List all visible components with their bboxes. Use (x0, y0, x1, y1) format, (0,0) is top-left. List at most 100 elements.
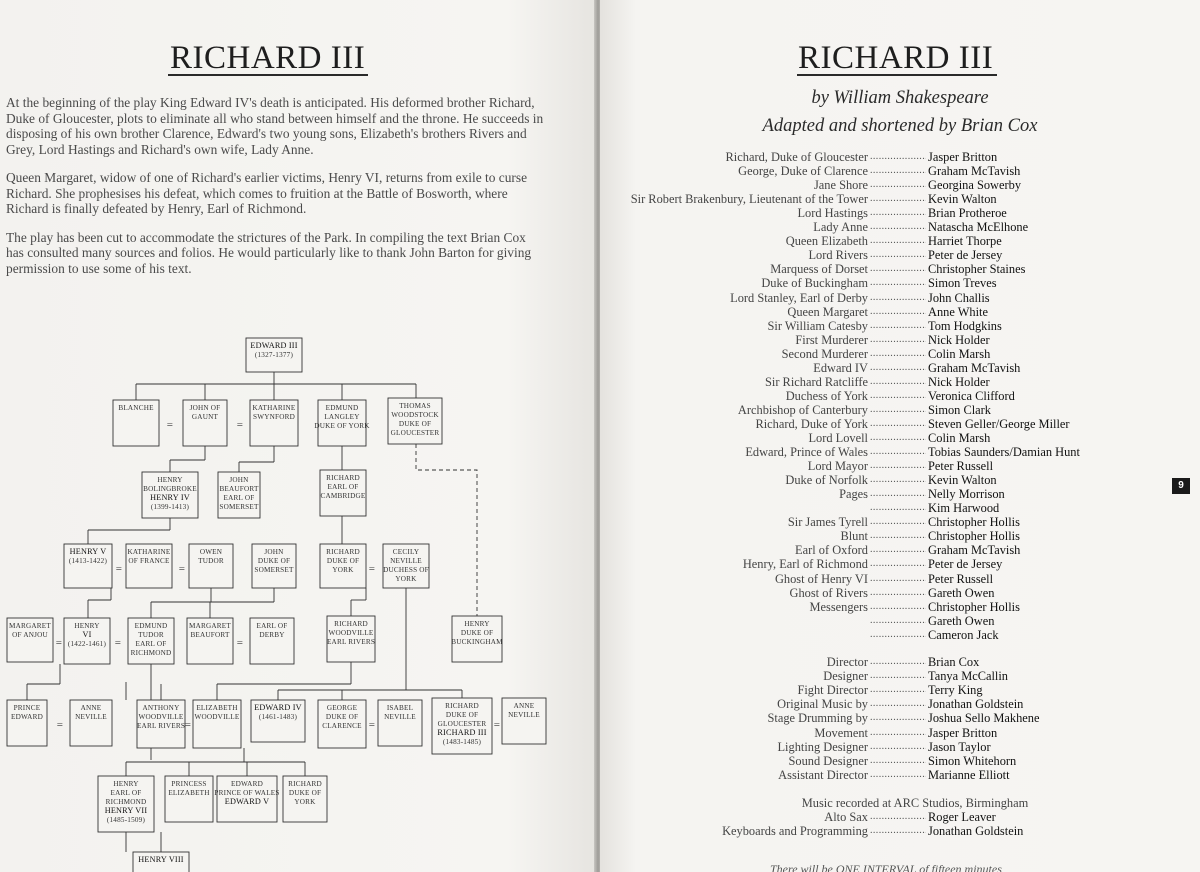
anne-neville-2-label: NEVILLE (508, 711, 540, 719)
creative-row: Lighting Designer.......................… (600, 740, 1200, 754)
byline: by William Shakespeare (811, 88, 989, 108)
right-page-title: RICHARD III (798, 40, 994, 76)
dot-leader: ........................................… (870, 249, 926, 261)
edmund-langley-label: DUKE OF YORK (314, 422, 370, 430)
margaret-beaufort-box (186, 617, 234, 665)
cast-role: Richard, Duke of Gloucester (725, 150, 868, 164)
cast-role: Second Murderer (781, 346, 868, 361)
creative-role: Lighting Designer (777, 739, 868, 754)
cast-row: Sir Richard Ratcliffe...................… (600, 375, 1200, 389)
creative-name: Jasper Britton (928, 725, 998, 740)
john-somerset-box (251, 543, 297, 589)
cast-row: Queen Margaret..........................… (600, 305, 1200, 319)
dot-leader: ........................................… (870, 768, 926, 780)
marriage-equals-sign: = (185, 719, 191, 731)
dot-leader: ........................................… (870, 347, 926, 359)
cast-row: Lord Hastings...........................… (600, 206, 1200, 220)
john-of-gaunt-box (182, 399, 228, 447)
richard-duke-of-york-label: RICHARD (326, 548, 360, 556)
margaret-of-anjou-label: MARGARET (9, 622, 51, 630)
henry-vi-label: (1422-1461) (68, 640, 107, 648)
cast-name: Georgina Sowerby (928, 178, 1022, 193)
katharine-swynford-label: SWYNFORD (253, 413, 295, 421)
earl-of-derby-label: DERBY (259, 631, 285, 639)
cast-role: First Murderer (795, 332, 868, 347)
cast-name: Colin Marsh (928, 431, 991, 445)
thomas-woodstock-label: WOODSTOCK (391, 411, 439, 419)
margaret-beaufort-label: MARGARET (189, 622, 231, 630)
john-somerset-label: DUKE OF (258, 557, 290, 565)
cast-row: Sir William Catesby.....................… (600, 319, 1200, 333)
creative-row: Designer................................… (600, 669, 1200, 683)
music-role: Keyboards and Programming (722, 824, 868, 838)
edmund-langley-label: LANGLEY (324, 413, 360, 421)
marriage-equals-sign: = (494, 719, 500, 731)
edward-iv-box (250, 699, 306, 743)
cast-role: Jane Shore (813, 178, 868, 193)
cast-name: Peter de Jersey (928, 557, 1003, 572)
creative-row: Fight Director..........................… (600, 683, 1200, 697)
katharine-swynford-box (249, 399, 299, 447)
cast-role: Lord Rivers (808, 248, 868, 263)
cast-row: Pages...................................… (600, 487, 1200, 501)
john-of-gaunt-label: JOHN OF (190, 404, 221, 412)
cast-role: Duke of Norfolk (785, 473, 868, 488)
intro-paragraph-3: The play has been cut to accommodate the… (6, 229, 532, 276)
dot-leader: ........................................… (870, 179, 926, 191)
cast-name: John Challis (928, 290, 990, 305)
henry-vii-label: (1485-1509) (107, 816, 146, 824)
cast-row: ........................................… (600, 614, 1200, 628)
princess-elizabeth-label: PRINCESS (171, 780, 206, 788)
thomas-woodstock-box (387, 397, 443, 445)
creative-row: Original Music by.......................… (600, 697, 1200, 711)
henry-vii-label: RICHMOND (106, 798, 147, 806)
cast-row: Ghost of Henry VI.......................… (600, 572, 1200, 586)
cast-role: Richard, Duke of York (755, 416, 868, 431)
cast-name: Jasper Britton (928, 150, 998, 164)
cast-role: Queen Margaret (787, 304, 868, 319)
dot-leader: ........................................… (870, 165, 926, 177)
john-beaufort-label: EARL OF (224, 494, 255, 502)
cast-name: Anne White (928, 304, 988, 319)
dot-leader: ........................................… (870, 319, 926, 331)
creative-name: Jason Taylor (928, 739, 991, 754)
dot-leader: ........................................… (870, 432, 926, 443)
dot-leader: ........................................… (870, 656, 926, 667)
george-clarence-label: CLARENCE (322, 722, 362, 730)
cecily-neville-label: NEVILLE (390, 557, 422, 565)
dot-leader: ........................................… (870, 277, 926, 289)
cast-row: Jane Shore..............................… (600, 178, 1200, 192)
creative-row: Director................................… (600, 655, 1200, 669)
cast-name: Peter Russell (928, 459, 994, 474)
john-beaufort-label: JOHN (229, 476, 249, 484)
edward-v-label: PRINCE OF WALES (214, 789, 279, 797)
cast-row: Second Murderer.........................… (600, 347, 1200, 361)
anne-neville-label: ANNE (81, 704, 102, 712)
cast-role: Lord Lovell (808, 431, 868, 445)
interval-note: There will be ONE INTERVAL of fifteen mi… (770, 862, 1002, 872)
cast-row: First Murderer..........................… (600, 333, 1200, 347)
owen-tudor-label: OWEN (200, 548, 223, 556)
katharine-of-france-box (125, 543, 173, 589)
richard-cambridge-label: CAMBRIDGE (321, 492, 366, 500)
dot-leader: ........................................… (870, 333, 926, 345)
john-beaufort-box (217, 471, 261, 519)
edward3-box (245, 337, 303, 373)
richard-duke-of-york-2-box (282, 775, 328, 823)
richard-duke-of-york-box (319, 543, 367, 589)
cast-row: Queen Elizabeth.........................… (600, 234, 1200, 248)
edmund-tudor-label: EARL OF (136, 640, 167, 648)
owen-tudor-label: TUDOR (198, 557, 224, 565)
cast-role: Sir William Catesby (767, 318, 868, 333)
john-beaufort-label: BEAUFORT (219, 485, 259, 493)
cast-row: Richard, Duke of Gloucester.............… (600, 150, 1200, 164)
cast-role: Sir Robert Brakenbury, Lieutenant of the… (630, 192, 868, 207)
cast-row: Duchess of York.........................… (600, 389, 1200, 403)
richard-duke-of-york-label: YORK (332, 566, 354, 574)
dot-leader: ........................................… (870, 544, 926, 556)
creative-name: Simon Whitehorn (928, 753, 1017, 768)
george-clarence-label: DUKE OF (326, 713, 358, 721)
cast-role: Edward IV (813, 360, 868, 375)
cecily-neville-label: CECILY (393, 548, 420, 556)
dot-leader: ........................................… (870, 375, 926, 387)
